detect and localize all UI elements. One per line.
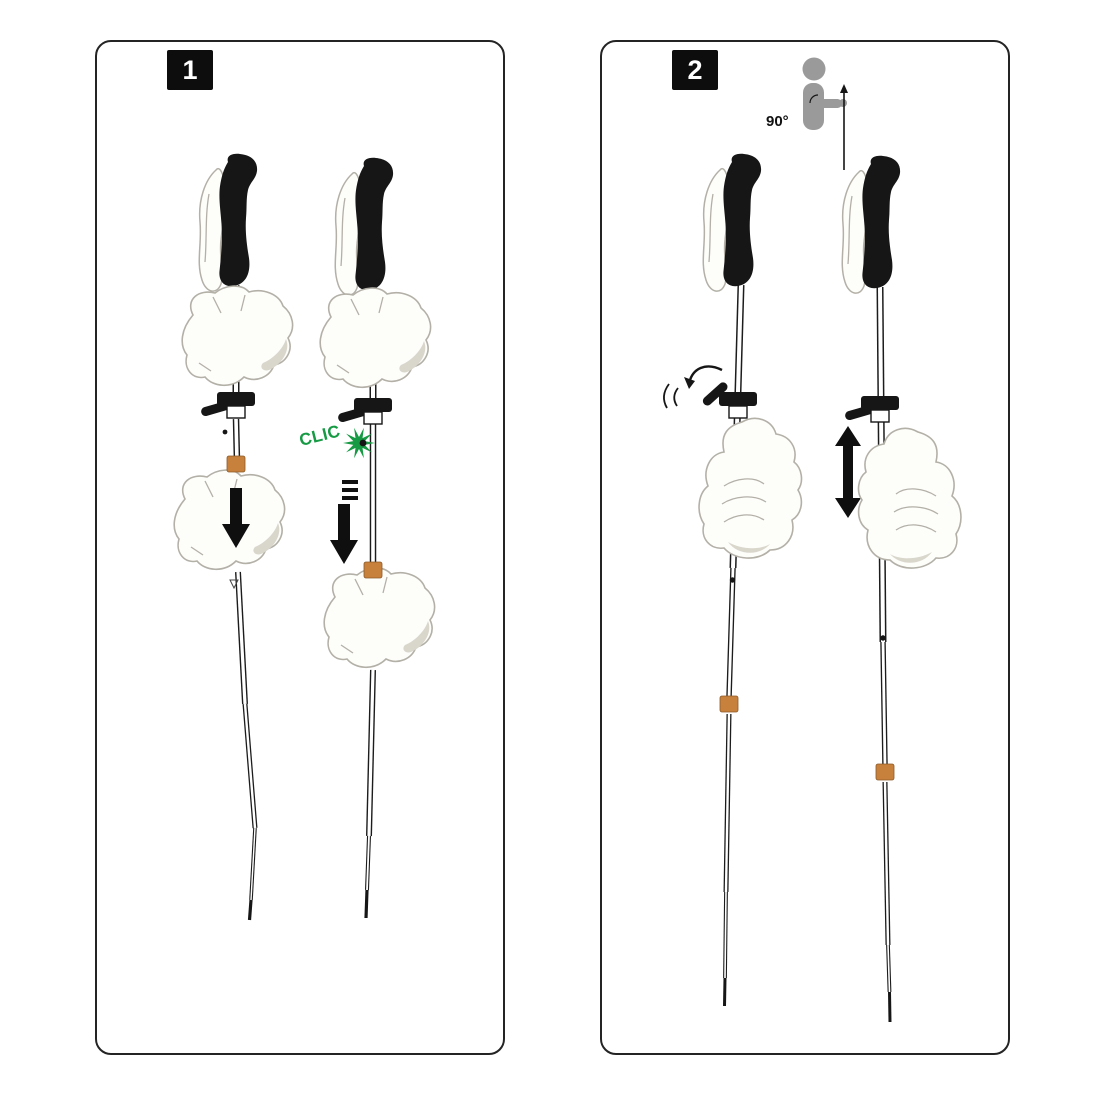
step-1-badge: 1 [167, 50, 213, 90]
locking-clamp-open [702, 382, 757, 419]
pole-tip [888, 991, 892, 1023]
down-arrow-icon [330, 504, 358, 564]
joint-dot [729, 577, 736, 583]
step-panel-1: 1 [95, 40, 505, 1055]
length-adjust-double-arrow-icon [835, 426, 861, 518]
grip-and-strap [198, 153, 258, 292]
step-1-number: 1 [182, 54, 198, 85]
joint-marker [229, 579, 239, 590]
joint-dot [880, 635, 886, 641]
grip-and-strap [334, 157, 394, 296]
gripping-hand [698, 417, 803, 559]
gripping-hand [857, 427, 962, 569]
angle-arc [809, 94, 819, 104]
posture-90-degree-icon: 90° [766, 57, 848, 170]
person-icon [802, 57, 847, 130]
locking-clamp [336, 397, 393, 425]
clic-label: CLIC [297, 421, 342, 450]
pole-left-step2 [663, 153, 803, 1007]
clic-burst-icon [343, 427, 375, 459]
step-2-number: 2 [687, 54, 703, 85]
step-panel-2: 2 90° [600, 40, 1010, 1055]
orange-band [719, 695, 739, 713]
locking-clamp [199, 391, 256, 419]
open-lever-arrowhead [684, 377, 695, 389]
angle-label: 90° [766, 113, 789, 130]
step-1-illustration: CLIC [173, 153, 436, 921]
step-2-illustration: 90° [663, 57, 962, 1023]
pole-tip [247, 899, 253, 921]
up-arrowhead-icon [840, 84, 848, 93]
step-2-badge: 2 [672, 50, 718, 90]
pole-right-step2 [835, 155, 962, 1023]
pole-tip [364, 889, 369, 919]
orange-band [363, 561, 383, 579]
vibration-lines-icon [663, 383, 679, 409]
upper-hand [181, 285, 294, 387]
locking-clamp [843, 395, 900, 423]
pole-right-step1: CLIC [297, 157, 436, 919]
grip-and-strap [841, 155, 901, 294]
grip-and-strap [702, 153, 762, 292]
pole-tip [723, 977, 727, 1007]
orange-band [226, 455, 246, 473]
lower-hand [173, 469, 286, 571]
lower-hand [323, 567, 436, 669]
insertion-depth-marks [342, 480, 358, 500]
pin-dot [222, 429, 228, 435]
orange-band [875, 763, 895, 781]
upper-hand [319, 287, 432, 389]
pole-left-step1 [173, 153, 294, 921]
